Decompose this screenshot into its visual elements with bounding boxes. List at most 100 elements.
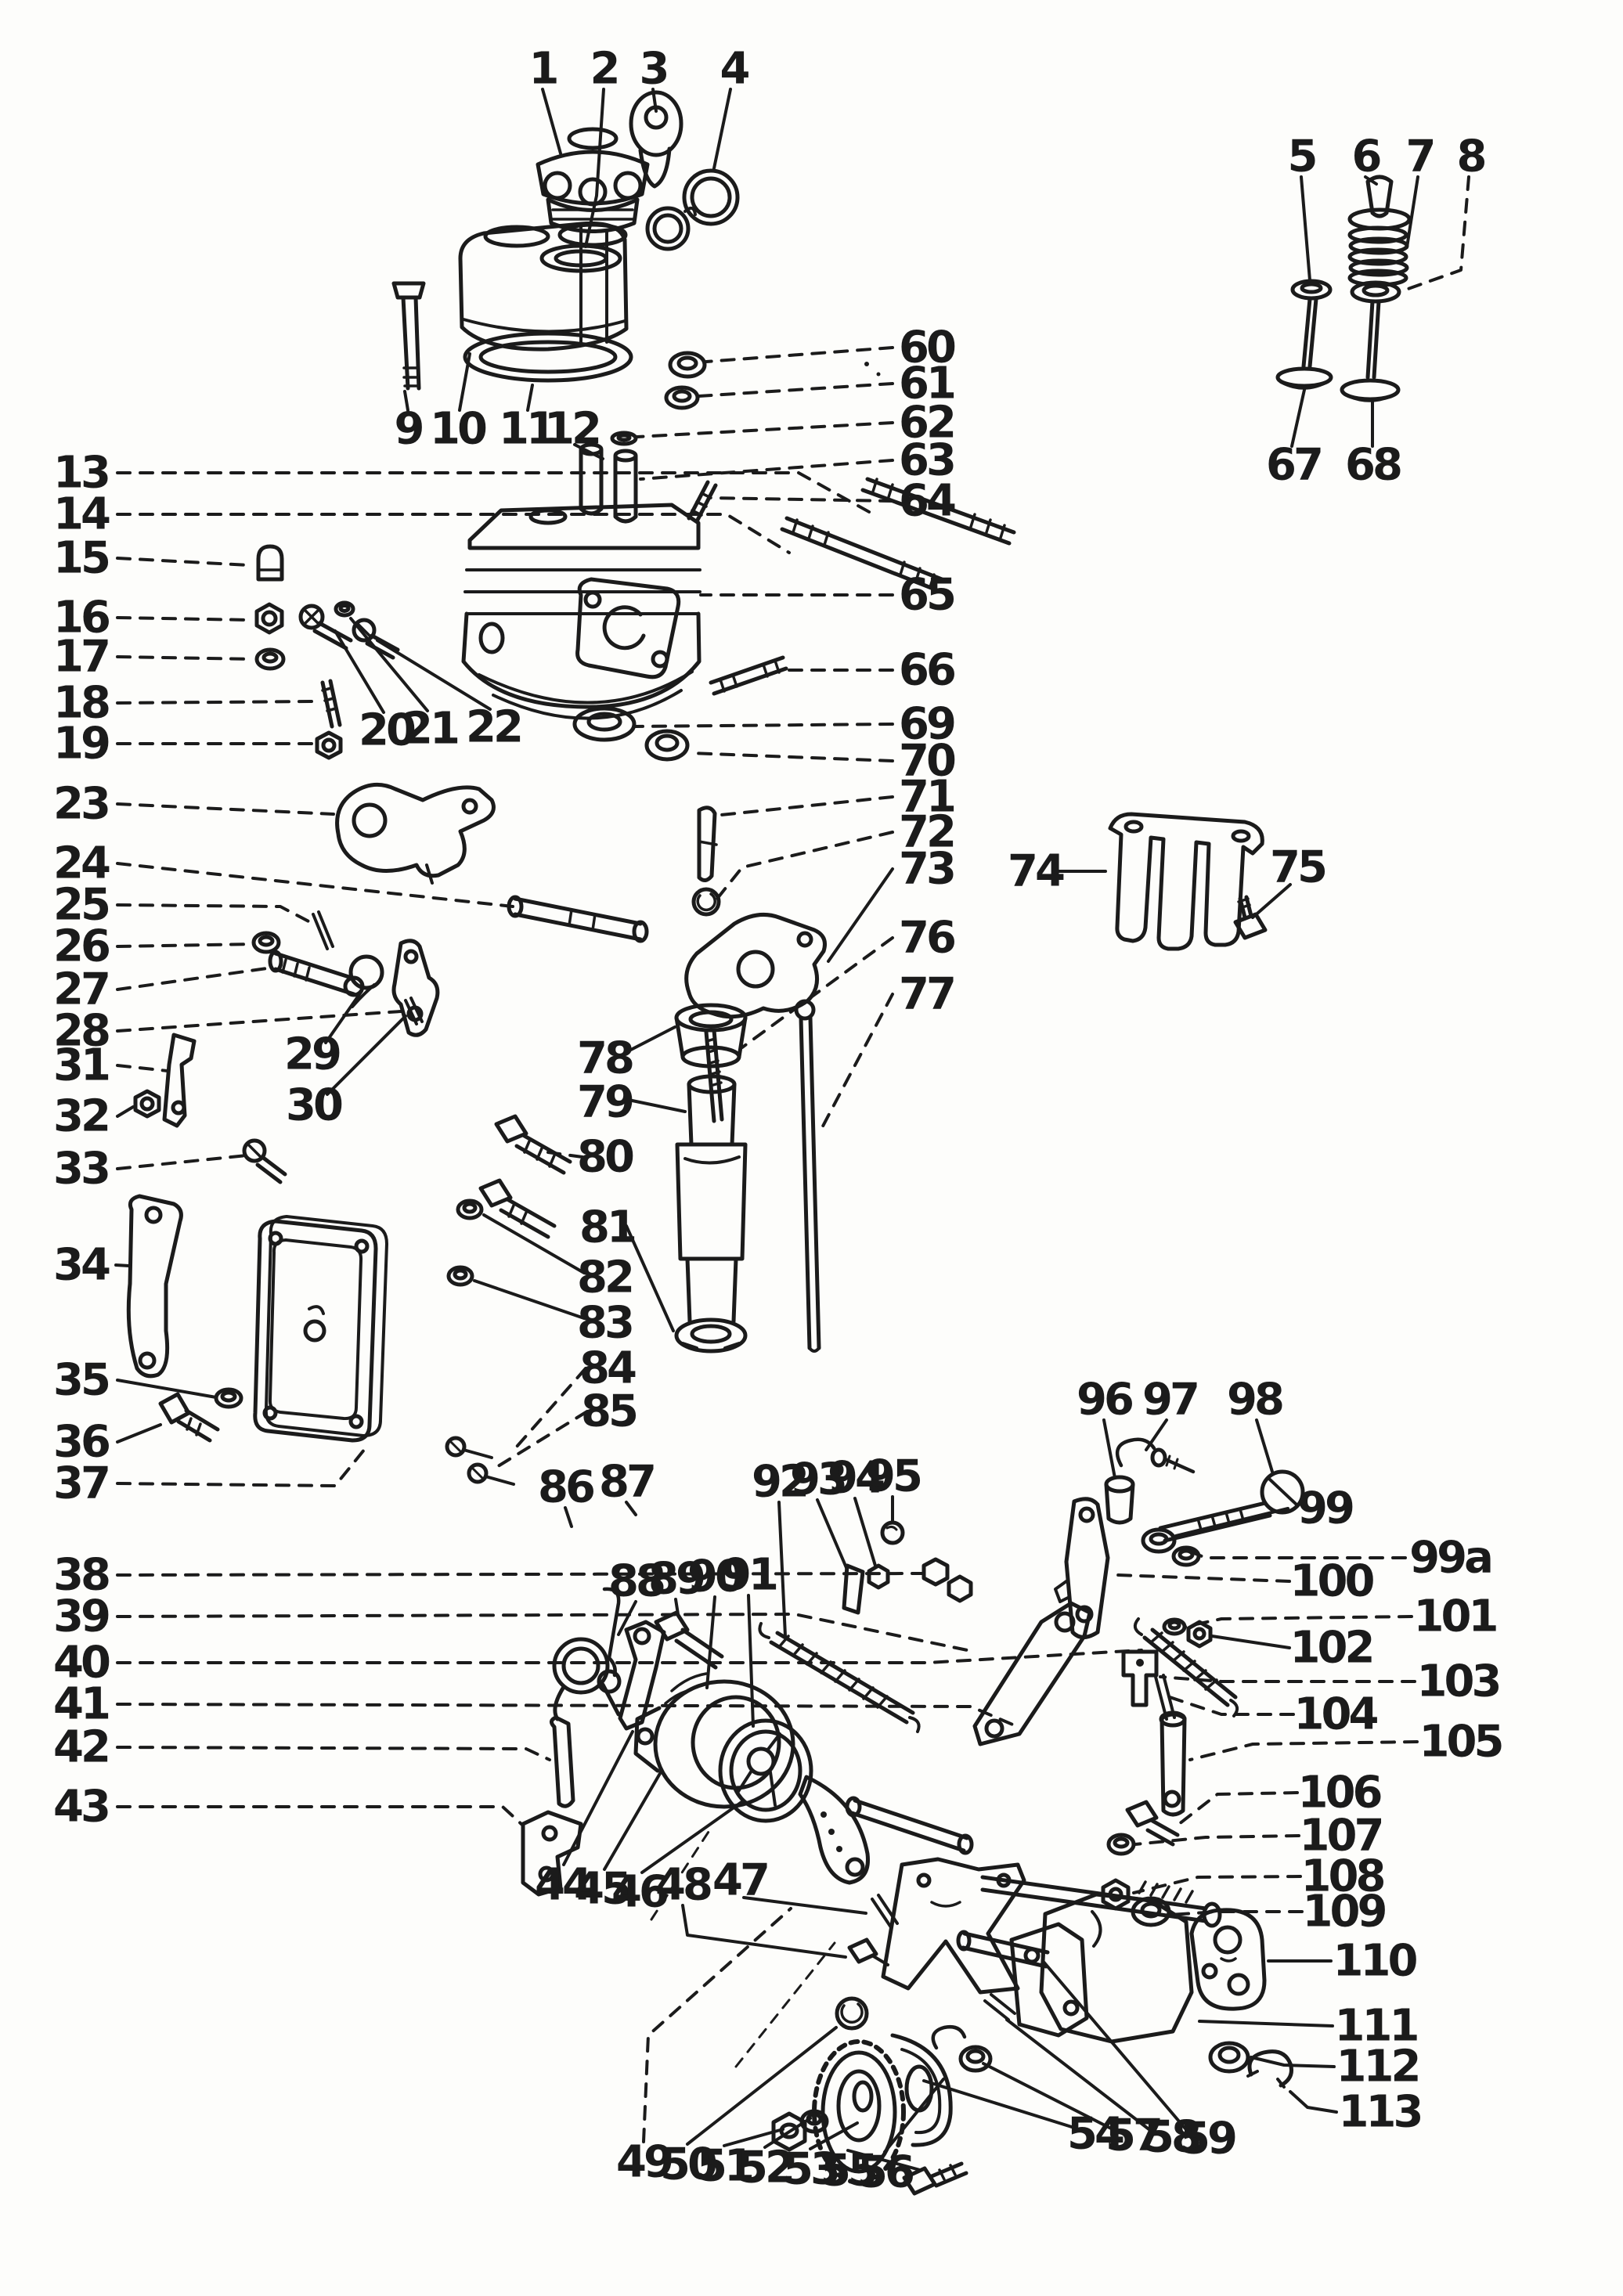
leader-line-7 [1405,175,1419,249]
part-number-32: 32 [53,1091,108,1142]
leader-line-83 [473,1279,586,1320]
part-number-35: 35 [53,1355,109,1406]
leader-line-86 [564,1506,573,1528]
leader-line-9 [403,390,409,412]
part-number-24: 24 [53,838,110,889]
leader-line-45 [603,1769,663,1871]
rocker-arm-23-sketch [335,782,496,885]
part-number-66: 66 [899,645,954,696]
leader-line-87 [625,1501,637,1516]
part-number-109: 109 [1303,1887,1386,1937]
callout-55: 55 [821,2146,922,2197]
part-number-19: 19 [53,719,109,770]
part-number-56: 56 [857,2147,913,2198]
part-number-34: 34 [53,1240,110,1291]
part-number-82: 82 [577,1253,632,1303]
leader-line-12 [573,443,604,460]
callout-36: 36 [53,1417,162,1468]
callout-93: 93 [790,1454,849,1571]
leader-line-35 [116,1379,218,1399]
bracket-74-75-sketch [1108,812,1268,951]
part-number-10: 10 [430,404,486,455]
governor-arm-link-sketch [798,1775,974,1885]
leader-line-54 [922,2079,1076,2129]
leader-line-5 [1300,175,1311,282]
leader-line-50 [686,2026,838,2146]
leader-line-81 [625,1224,675,1332]
callout-38: 38 [53,1550,924,1601]
part-number-91: 91 [721,1550,777,1601]
callout-23: 23 [53,779,335,830]
part-number-86: 86 [538,1462,593,1513]
callout-101: 101 [1184,1591,1499,1642]
part-number-17: 17 [53,632,108,683]
leader-line-62 [636,421,894,438]
callout-84: 84 [515,1343,639,1448]
leader-line-77 [817,993,894,1135]
leader-line-73 [827,867,894,963]
rocker-shaft-sketch [507,895,649,943]
callout-98: 98 [1227,1375,1286,1473]
leader-line-30 [326,1015,407,1096]
leader-line-76 [741,936,894,1049]
part-number-53: 53 [783,2144,838,2195]
callout-99a: 99a [1181,1533,1494,1584]
callout-74: 74 [1008,846,1107,897]
leader-line-33 [116,1154,248,1170]
callout-16: 16 [53,593,252,643]
part-number-96: 96 [1077,1375,1132,1426]
callout-82: 82 [482,1213,635,1303]
callout-58: 58 [1005,2018,1203,2163]
seal-rings-sketch [664,351,707,410]
pump-gear-group-sketch [771,1993,1016,2196]
leader-line-104 [1168,1696,1295,1716]
leader-line-58 [1005,2018,1152,2132]
part-number-42: 42 [53,1722,108,1773]
part-number-78: 78 [577,1033,633,1084]
leader-line-22 [376,639,492,711]
part-number-74: 74 [1008,846,1064,897]
pushrod-group-sketch [704,999,821,1353]
part-number-38: 38 [53,1550,109,1601]
part-number-37: 37 [53,1458,108,1509]
leader-line-15 [116,557,251,567]
leader-line-2 [584,88,605,248]
part-number-9: 9 [395,404,423,455]
part-number-97: 97 [1142,1375,1197,1426]
leader-line-16 [116,616,252,622]
callout-80: 80 [546,1132,637,1183]
leader-line-49 [642,1907,792,2143]
callout-31: 31 [53,1040,169,1091]
scan-speckles [864,362,881,377]
part-number-18: 18 [53,678,109,729]
part-number-102: 102 [1290,1623,1372,1674]
part-number-70: 70 [899,736,955,787]
part-sketches [126,90,1412,2196]
leader-line-103 [1159,1675,1416,1683]
leader-line-111 [1198,2020,1334,2027]
part-number-51: 51 [697,2141,752,2192]
part-number-14: 14 [53,489,110,540]
part-number-79: 79 [577,1077,633,1128]
callout-95: 95 [865,1451,924,1524]
callout-75: 75 [1251,842,1329,919]
callout-94: 94 [828,1453,887,1567]
callout-8: 8 [1400,132,1488,293]
blanking-cap-sketch [645,168,740,251]
part-number-60: 60 [899,323,955,373]
part-number-8: 8 [1457,132,1485,182]
leader-line-108 [1132,1875,1302,1894]
part-number-47: 47 [712,1855,767,1906]
part-number-40: 40 [53,1638,110,1689]
part-number-98: 98 [1227,1375,1282,1426]
rocker-arm-73-sketch [684,806,827,1019]
part-number-63: 63 [899,435,954,486]
callout-4: 4 [712,44,752,170]
callout-48: 48 [655,1860,847,1959]
part-number-80: 80 [577,1132,633,1183]
part-number-28: 28 [53,1006,109,1057]
callout-71: 71 [712,772,958,823]
callout-72: 72 [716,807,957,900]
part-number-3: 3 [640,44,667,95]
callout-50: 50 [660,2026,838,2190]
